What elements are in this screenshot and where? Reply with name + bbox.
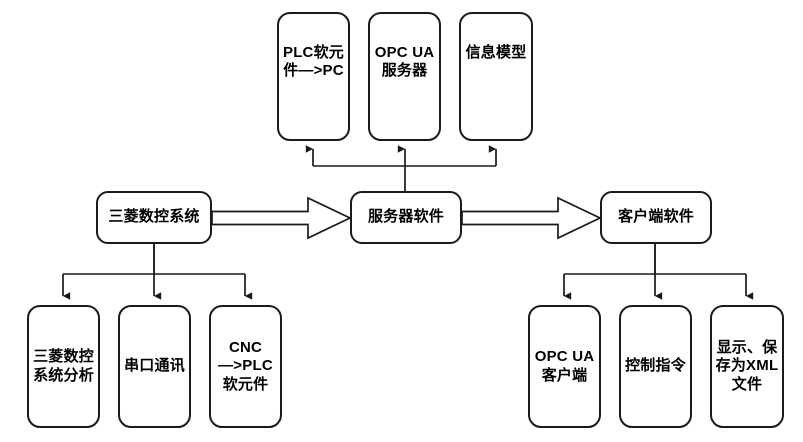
node-plc-to-pc-label: PLC软元 件—>PC (282, 44, 344, 80)
node-serial-communication-label: 串口通讯 (124, 357, 185, 375)
node-cnc-system-analysis-label: 三菱数控 系统分析 (33, 348, 94, 384)
node-cnc-system-analysis[interactable]: 三菱数控 系统分析 (27, 305, 100, 428)
block-arrow-cnc-to-server (211, 196, 352, 240)
node-information-model-label: 信息模型 (465, 44, 527, 61)
node-mitsubishi-cnc-system-label: 三菱数控系统 (108, 208, 200, 226)
node-display-save-xml-label: 显示、保 存为XML 文件 (715, 339, 779, 393)
node-client-software-label: 客户端软件 (617, 208, 694, 226)
node-server-software-label: 服务器软件 (367, 208, 444, 226)
node-opc-ua-server-label: OPC UA 服务器 (374, 44, 435, 80)
connector-client-to-children-group (563, 244, 754, 300)
node-control-command-label: 控制指令 (625, 357, 686, 375)
node-cnc-to-plc-device[interactable]: CNC —>PLC 软元件 (209, 305, 282, 428)
node-information-model[interactable]: 信息模型 (459, 12, 533, 141)
node-mitsubishi-cnc-system[interactable]: 三菱数控系统 (96, 191, 212, 244)
node-serial-communication[interactable]: 串口通讯 (118, 305, 191, 428)
block-arrow-server-to-client (461, 196, 602, 240)
connector-server-to-top-group (305, 145, 497, 192)
node-opc-ua-client[interactable]: OPC UA 客户端 (528, 305, 601, 428)
connector-cnc-to-children-group (62, 243, 253, 300)
node-opc-ua-server[interactable]: OPC UA 服务器 (368, 12, 441, 141)
node-server-software[interactable]: 服务器软件 (350, 191, 462, 244)
node-plc-to-pc[interactable]: PLC软元 件—>PC (277, 12, 350, 141)
node-client-software[interactable]: 客户端软件 (600, 191, 712, 244)
node-opc-ua-client-label: OPC UA 客户端 (534, 348, 595, 384)
node-display-save-xml[interactable]: 显示、保 存为XML 文件 (710, 305, 784, 428)
node-cnc-to-plc-device-label: CNC —>PLC 软元件 (218, 339, 273, 393)
node-control-command[interactable]: 控制指令 (619, 305, 692, 428)
